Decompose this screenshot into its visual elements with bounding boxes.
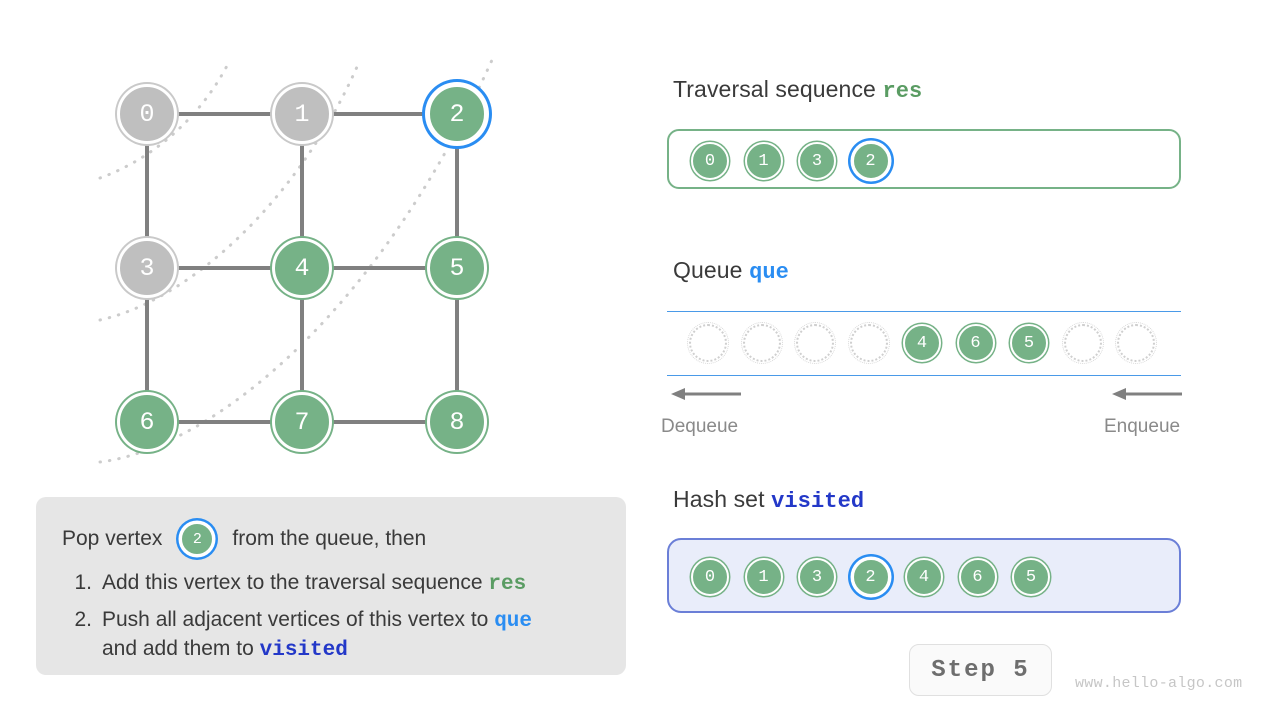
res-item-3[interactable]: 3 bbox=[798, 142, 836, 180]
res-item-2[interactable]: 2 bbox=[851, 142, 890, 180]
queue-slot-empty-slot-8[interactable] bbox=[1115, 322, 1157, 364]
queue-slot-6[interactable]: 6 bbox=[956, 324, 995, 362]
enqueue-arrow-icon bbox=[1112, 388, 1182, 400]
description-step-2: 2. Push all adjacent vertices of this ver… bbox=[62, 606, 600, 665]
visited-item-4[interactable]: 4 bbox=[905, 558, 943, 596]
visited-item-1[interactable]: 1 bbox=[744, 558, 783, 596]
graph-node-1[interactable]: 1 bbox=[272, 84, 332, 144]
res-item-0[interactable]: 0 bbox=[691, 142, 729, 180]
description-step-number: 2. bbox=[74, 607, 92, 631]
graph-node-3[interactable]: 3 bbox=[117, 238, 177, 298]
description-lead-before: Pop vertex bbox=[62, 527, 163, 550]
visited-item-0[interactable]: 0 bbox=[691, 558, 729, 596]
res-title-code: res bbox=[882, 79, 923, 104]
graph-panel: 0 1 2 3 4 5 6 7 8 bbox=[0, 0, 640, 490]
description-step-code: que bbox=[494, 609, 533, 633]
description-step-code: res bbox=[488, 573, 527, 596]
watermark: www.hello-algo.com bbox=[1075, 675, 1243, 692]
wavefront-curve-1 bbox=[98, 58, 362, 322]
description-lead: Pop vertex 2 from the queue, then bbox=[62, 519, 600, 559]
description-step-1: 1. Add this vertex to the traversal seque… bbox=[62, 569, 600, 599]
dequeue-label: Dequeue bbox=[661, 416, 739, 437]
visited-title-code: visited bbox=[771, 489, 865, 514]
graph-node-5[interactable]: 5 bbox=[427, 238, 487, 298]
queue-slot-empty-slot-0[interactable] bbox=[687, 322, 729, 364]
enqueue-label: Enqueue bbox=[1104, 416, 1181, 437]
description-step-text: Push all adjacent vertices of this verte… bbox=[102, 607, 495, 631]
dequeue-arrow-icon bbox=[671, 388, 741, 400]
visited-item-3[interactable]: 3 bbox=[798, 558, 836, 596]
description-panel: Pop vertex 2 from the queue, then 1. Add … bbox=[36, 497, 626, 675]
description-steps: 1. Add this vertex to the traversal seque… bbox=[62, 569, 600, 665]
description-step-text: Add this vertex to the traversal sequenc… bbox=[102, 571, 489, 594]
queue-direction-arrows bbox=[660, 384, 1194, 406]
graph-node-8[interactable]: 8 bbox=[427, 392, 487, 452]
visited-section-title: Hash set visited bbox=[673, 486, 864, 514]
inline-current-vertex: 2 bbox=[180, 522, 215, 556]
queue-slot-empty-slot-2[interactable] bbox=[794, 322, 836, 364]
graph-node-4[interactable]: 4 bbox=[272, 238, 332, 298]
queue-title-code: que bbox=[749, 260, 789, 285]
description-lead-after: from the queue, then bbox=[232, 527, 427, 550]
res-title-text: Traversal sequence bbox=[673, 76, 876, 102]
queue-title-text: Queue bbox=[673, 257, 743, 283]
wavefront-curve-0 bbox=[98, 58, 232, 180]
description-step-text-2: and add them to bbox=[102, 637, 260, 661]
graph-node-0[interactable]: 0 bbox=[117, 84, 177, 144]
visited-item-2[interactable]: 2 bbox=[851, 558, 890, 596]
graph-node-6[interactable]: 6 bbox=[117, 392, 177, 452]
graph-node-2[interactable]: 2 bbox=[427, 84, 487, 144]
step-badge: Step 5 bbox=[909, 644, 1052, 696]
queue-section-title: Queue que bbox=[673, 257, 789, 285]
res-section-title: Traversal sequence res bbox=[673, 76, 922, 104]
visited-title-text: Hash set bbox=[673, 486, 765, 512]
queue-rail-bottom bbox=[667, 375, 1181, 376]
description-step-number: 1. bbox=[74, 571, 92, 594]
description-step-code-2: visited bbox=[259, 639, 348, 663]
queue-slot-empty-slot-7[interactable] bbox=[1061, 322, 1104, 364]
queue-slot-empty-slot-1[interactable] bbox=[740, 322, 783, 364]
queue-rail-top bbox=[667, 311, 1181, 312]
visited-item-5[interactable]: 5 bbox=[1012, 558, 1050, 596]
res-item-1[interactable]: 1 bbox=[744, 142, 783, 180]
queue-slot-5[interactable]: 5 bbox=[1010, 324, 1048, 362]
visited-item-6[interactable]: 6 bbox=[958, 558, 997, 596]
graph-node-7[interactable]: 7 bbox=[272, 392, 332, 452]
queue-slot-empty-slot-3[interactable] bbox=[847, 322, 890, 364]
queue-slot-4[interactable]: 4 bbox=[903, 324, 941, 362]
